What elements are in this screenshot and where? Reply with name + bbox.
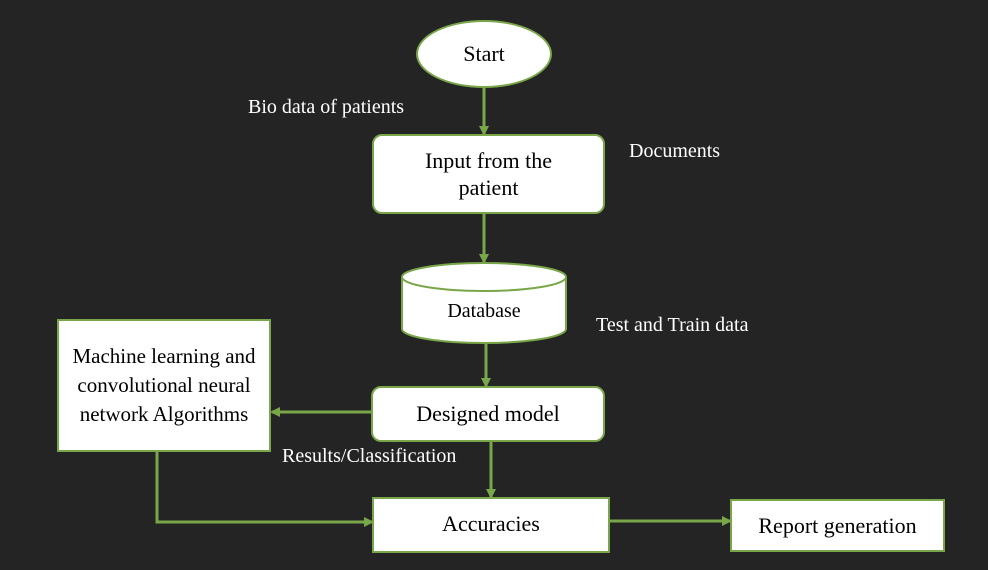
bio-data-label: Bio data of patients [248, 96, 405, 118]
algorithms-label: Machine learning and convolutional neura… [72, 344, 256, 426]
database-label: Database [447, 300, 521, 322]
input-node: Input from the patient [372, 134, 605, 214]
results-classification-label: Results/Classification [282, 445, 457, 467]
designed-model-node: Designed model [371, 386, 605, 442]
start-label: Start [463, 41, 505, 67]
database-cylinder [401, 262, 567, 344]
designed-model-label: Designed model [416, 401, 560, 427]
algorithms-node: Machine learning and convolutional neura… [57, 319, 271, 452]
start-node: Start [416, 20, 552, 88]
report-label: Report generation [758, 512, 917, 538]
report-node: Report generation [730, 499, 945, 552]
accuracies-node: Accuracies [372, 497, 610, 553]
input-label: Input from the patient [424, 147, 553, 201]
arrow-algorithms-to-accuracies [155, 452, 374, 527]
test-train-label: Test and Train data [596, 314, 749, 336]
accuracies-label: Accuracies [442, 511, 540, 536]
documents-label: Documents [629, 140, 721, 162]
